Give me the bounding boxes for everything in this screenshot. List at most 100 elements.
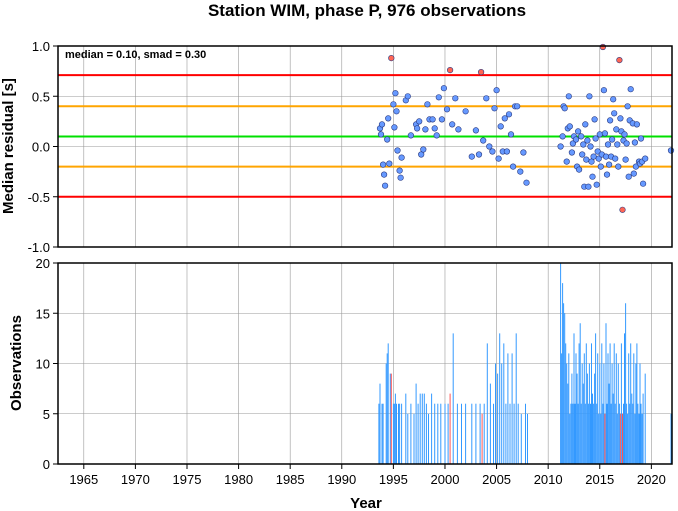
- residual-point-7: [385, 115, 392, 122]
- residual-point-1: [377, 131, 385, 138]
- residual-point-32: [435, 94, 442, 101]
- residual-point-10: [390, 101, 397, 108]
- residual-point-103: [602, 153, 610, 160]
- residual-point-55: [503, 148, 511, 155]
- residual-point-36: [447, 66, 454, 74]
- x-tick-label-2020: 2020: [637, 472, 666, 487]
- residual-point-139: [667, 147, 675, 154]
- residual-point-46: [483, 95, 490, 102]
- residual-points: [376, 43, 675, 213]
- residual-point-119: [619, 206, 626, 213]
- residual-point-50: [493, 87, 500, 94]
- residual-point-16: [397, 174, 404, 181]
- residual-point-95: [594, 148, 601, 155]
- residual-point-51: [495, 155, 502, 162]
- residual-point-105: [604, 141, 612, 148]
- residual-point-23: [416, 118, 423, 125]
- stats-annotation: median = 0.10, smad = 0.30: [65, 49, 206, 61]
- residual-point-14: [394, 147, 401, 154]
- y-tick-label-0.0: 0.0: [32, 140, 50, 155]
- residual-point-79: [578, 133, 585, 140]
- residual-point-70: [565, 93, 572, 100]
- residual-point-96: [595, 155, 602, 162]
- residual-frame: [57, 45, 673, 248]
- residual-point-138: [642, 155, 649, 162]
- residual-point-122: [622, 156, 629, 163]
- y-tick-label-1.0: 1.0: [32, 39, 50, 54]
- residual-point-87: [586, 93, 593, 100]
- residual-point-104: [603, 171, 611, 178]
- residual-point-78: [575, 166, 583, 173]
- residual-point-49: [491, 105, 498, 112]
- residual-point-3: [380, 161, 387, 168]
- residual-point-41: [468, 153, 475, 160]
- residual-point-71: [566, 123, 573, 130]
- residual-point-127: [627, 86, 634, 93]
- residual-point-83: [582, 121, 589, 128]
- residual-point-106: [605, 161, 613, 168]
- residual-point-60: [514, 103, 521, 110]
- residual-point-45: [480, 137, 487, 144]
- residual-point-22: [414, 125, 421, 132]
- residual-point-40: [462, 108, 469, 115]
- x-tick-label-1965: 1965: [69, 472, 98, 487]
- residual-point-132: [633, 121, 641, 128]
- reference-lines: [58, 74, 672, 198]
- obs-tick-label-5: 5: [43, 407, 50, 422]
- residual-point-6: [384, 136, 391, 143]
- residual-point-62: [520, 149, 527, 156]
- residual-point-8: [386, 160, 393, 167]
- x-tick-label-1970: 1970: [121, 472, 150, 487]
- residual-point-2: [378, 121, 386, 128]
- x-tick-label-1985: 1985: [276, 472, 305, 487]
- residual-point-11: [391, 124, 398, 131]
- observations-frame: [57, 262, 673, 465]
- x-tick-label-2000: 2000: [431, 472, 460, 487]
- x-tick-label-2015: 2015: [585, 472, 614, 487]
- residual-point-64: [557, 143, 564, 150]
- residual-point-26: [422, 126, 429, 133]
- residual-point-123: [623, 140, 630, 147]
- residual-point-35: [443, 106, 451, 113]
- residual-point-102: [601, 130, 609, 137]
- residual-point-17: [398, 154, 405, 161]
- residual-point-44: [478, 68, 485, 76]
- residual-point-30: [431, 125, 438, 132]
- residual-point-110: [610, 96, 617, 103]
- residual-panel: 1.00.50.0-0.5-1.0 median = 0.10, smad = …: [0, 39, 675, 255]
- residual-point-101: [600, 87, 608, 94]
- residual-point-27: [424, 101, 431, 108]
- residual-point-63: [523, 179, 530, 186]
- residual-point-124: [624, 103, 631, 110]
- residual-point-88: [587, 143, 594, 150]
- residual-point-52: [497, 123, 504, 130]
- residual-point-114: [614, 141, 621, 148]
- residual-point-12: [392, 90, 399, 97]
- x-tick-label-2010: 2010: [534, 472, 563, 487]
- residual-point-33: [438, 116, 446, 123]
- residual-point-75: [572, 136, 580, 143]
- residual-point-73: [569, 140, 577, 147]
- residual-point-125: [625, 173, 632, 180]
- residual-point-48: [489, 148, 496, 155]
- residual-point-9: [388, 54, 395, 62]
- residual-point-42: [472, 127, 480, 134]
- residual-point-137: [639, 180, 647, 187]
- residual-point-100: [599, 43, 607, 51]
- obs-tick-label-0: 0: [43, 457, 50, 472]
- obs-tick-label-20: 20: [36, 256, 50, 271]
- residual-point-91: [590, 153, 597, 160]
- residual-point-58: [509, 163, 517, 170]
- residual-point-47: [486, 143, 493, 150]
- residual-point-109: [608, 136, 616, 143]
- residual-point-34: [440, 85, 448, 92]
- x-tick-label-1990: 1990: [327, 472, 356, 487]
- residual-point-20: [407, 132, 415, 139]
- residual-point-65: [559, 133, 566, 140]
- residual-point-113: [613, 126, 620, 133]
- residual-point-77: [574, 128, 582, 135]
- residual-point-115: [615, 163, 622, 170]
- x-tick-label-2005: 2005: [482, 472, 511, 487]
